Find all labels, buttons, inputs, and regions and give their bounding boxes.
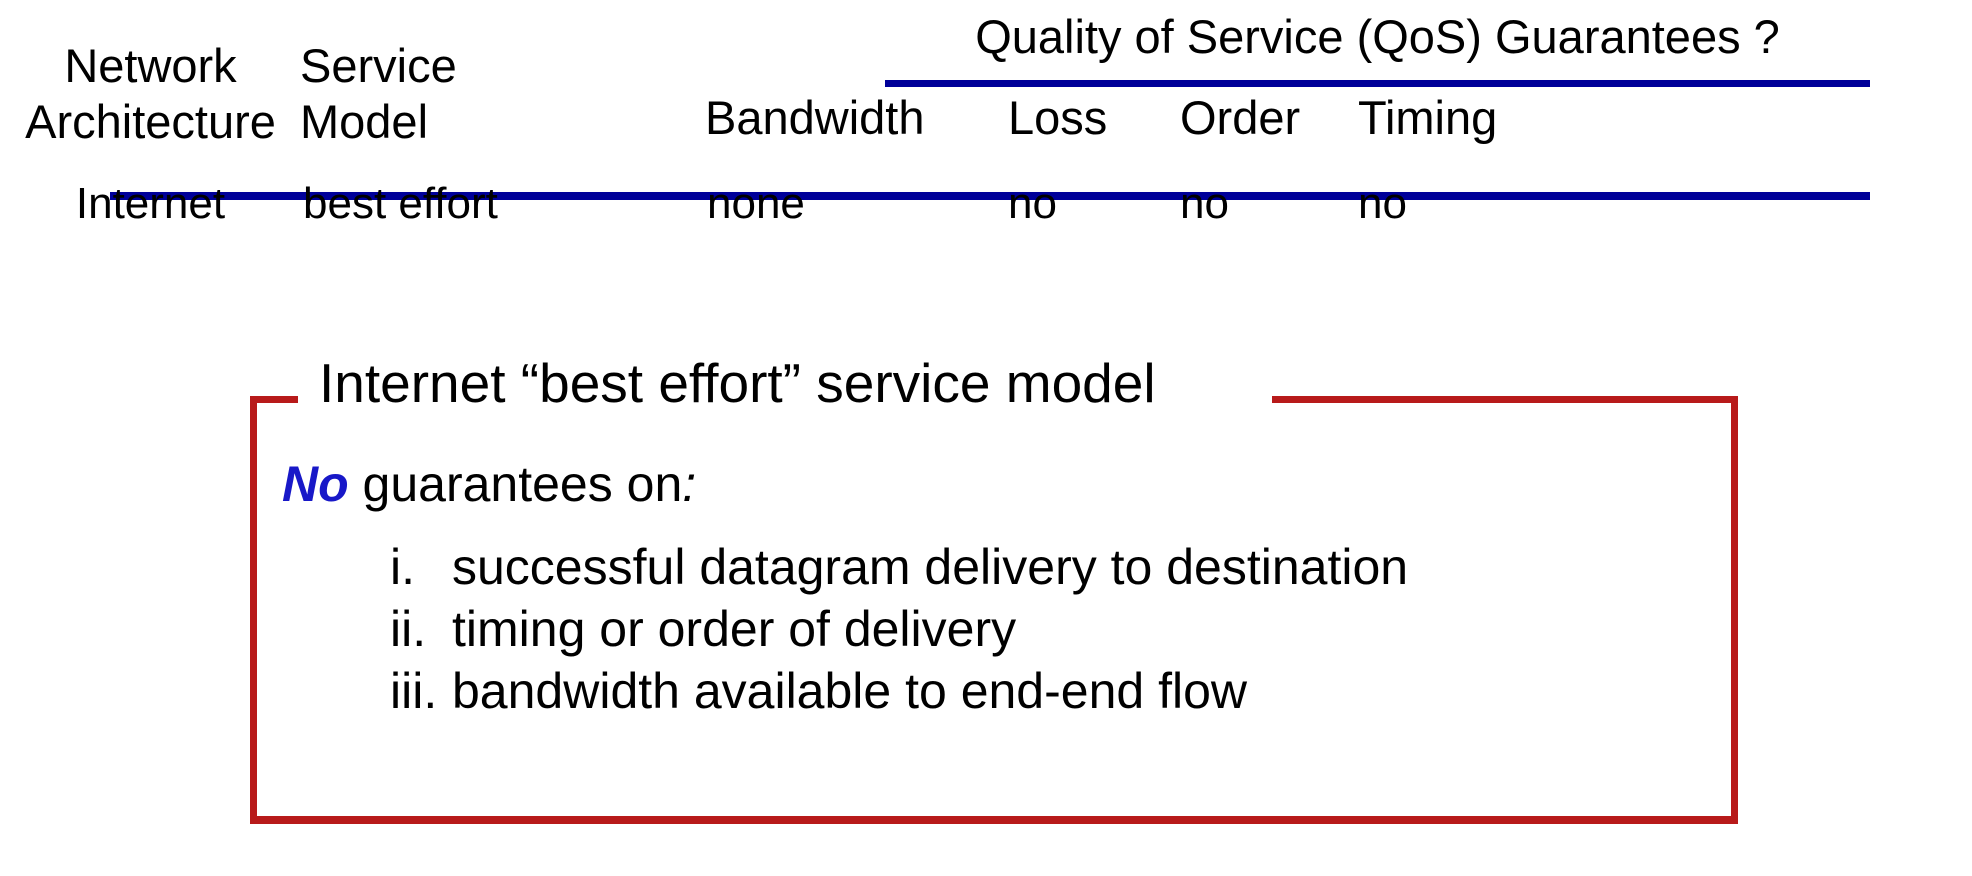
list-item-marker: i. (390, 539, 415, 595)
callout-item-list: i. successful datagram delivery to destin… (390, 536, 1710, 722)
column-header-network-architecture: Network Architecture (18, 38, 283, 150)
list-item: ii. timing or order of delivery (390, 598, 1710, 660)
qos-header-rule (885, 80, 1870, 87)
table-row: no (1180, 179, 1229, 228)
qos-group-header: Quality of Service (QoS) Guarantees ? (975, 10, 1780, 63)
column-header-order: Order (1180, 91, 1301, 144)
callout-lead-colon: : (682, 456, 697, 512)
table-row: no (1008, 179, 1057, 228)
service-model-line2: Model (300, 95, 429, 148)
table-row: Internet (75, 179, 226, 228)
callout-title: Internet “best effort” service model (305, 350, 1170, 416)
list-item: iii. bandwidth available to end-end flow (390, 660, 1710, 722)
table-row: no (1358, 179, 1407, 228)
column-header-service-model: Service Model (300, 38, 560, 150)
callout-border-bottom (250, 816, 1738, 824)
list-item: i. successful datagram delivery to destin… (390, 536, 1710, 598)
callout-lead-rest: guarantees on (348, 456, 683, 512)
column-header-loss: Loss (1008, 91, 1108, 144)
network-architecture-line2: Architecture (25, 95, 276, 148)
service-model-line1: Service (300, 39, 457, 92)
callout-border-top-right-stub (1272, 396, 1738, 403)
table-header-divider-rule (110, 192, 1870, 200)
list-item-marker: ii. (390, 601, 427, 657)
column-header-timing: Timing (1358, 91, 1498, 144)
list-item-text: timing or order of delivery (452, 601, 1017, 657)
table-row: none (707, 179, 805, 228)
list-item-text: bandwidth available to end-end flow (452, 663, 1247, 719)
callout-border-right (1731, 396, 1738, 824)
list-item-text: successful datagram delivery to destinat… (452, 539, 1409, 595)
callout-lead-line: No guarantees on: (282, 454, 696, 514)
callout-lead-emphasis: No (282, 456, 349, 512)
network-architecture-line1: Network (64, 39, 237, 92)
table-row: best effort (303, 179, 498, 228)
column-header-bandwidth: Bandwidth (705, 91, 925, 144)
callout-border-left (250, 396, 257, 824)
list-item-marker: iii. (390, 663, 438, 719)
best-effort-callout-box: Internet “best effort” service model No … (250, 350, 1738, 824)
callout-border-top-left-stub (250, 396, 298, 403)
